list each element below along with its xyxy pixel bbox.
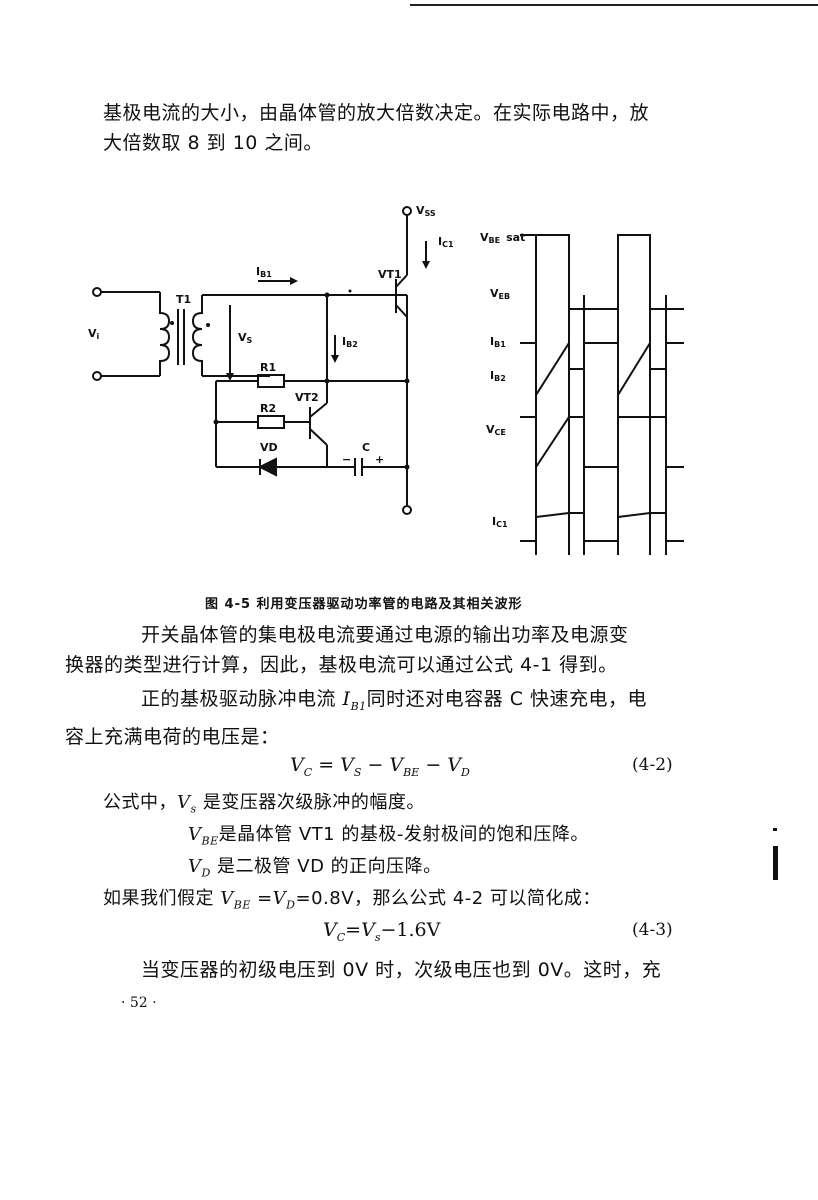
paragraph-line: 正的基极驱动脉冲电流 IB1同时还对电容器 C 快速充电，电 [141,688,648,713]
definition-vs: 公式中，Vs 是变压器次级脉冲的幅度。 [103,792,425,816]
svg-text:VD: VD [260,441,278,454]
equation-4-3: VC=Vs−1.6V [323,919,441,944]
definition-vbe: VBE是晶体管 VT1 的基极-发射极间的饱和压降。 [188,824,589,848]
paragraph-line: 容上充满电荷的电压是： [65,725,280,748]
svg-text:VT2: VT2 [295,391,319,404]
paragraph-intro: 基极电流的大小，由晶体管的放大倍数决定。在实际电路中，放 大倍数取 8 到 10… [103,98,688,158]
figure-caption: 图 4-5 利用变压器驱动功率管的电路及其相关波形 [205,597,523,612]
svg-text:IB2: IB2 [490,369,506,383]
svg-text:T1: T1 [176,293,191,306]
equation-number: (4-3) [632,920,673,940]
page-number: · 52 · [121,995,157,1011]
assumption-line: 如果我们假定 VBE =VD=0.8V，那么公式 4-2 可以简化成： [103,888,601,912]
header-rule [410,4,818,6]
paragraph-line: 换器的类型进行计算，因此，基极电流可以通过公式 4-1 得到。 [65,654,618,676]
circuit-diagram [92,206,427,515]
paragraph-line: 开关晶体管的集电极电流要通过电源的输出功率及电源变 [141,624,629,646]
svg-text:IB2: IB2 [342,335,358,349]
waveform-diagram [520,234,684,555]
svg-text:Vi: Vi [88,327,100,341]
paragraph-line: 大倍数取 8 到 10 之间。 [103,132,323,154]
svg-text:R1: R1 [260,361,276,374]
svg-text:VSS: VSS [416,204,436,218]
paragraph-drive-pulse: 正的基极驱动脉冲电流 IB1同时还对电容器 C 快速充电，电 容上充满电荷的电压… [65,684,688,752]
svg-text:VCE: VCE [486,423,506,437]
equation-4-2: VC = VS − VBE − VD [290,754,470,779]
definition-vd: VD 是二极管 VD 的正向压降。 [188,856,442,880]
figure-4-5: VSS IC1 IB1 VT1 T1 Vi VS IB2 R1 R2 VT2 V… [88,204,684,555]
svg-text:IC1: IC1 [492,515,508,529]
paragraph-transformer: 当变压器的初级电压到 0V 时，次级电压也到 0V。这时，充 [141,959,662,981]
svg-text:−: − [342,453,351,466]
paragraph-line: 基极电流的大小，由晶体管的放大倍数决定。在实际电路中，放 [103,102,650,124]
svg-text:IB1: IB1 [256,265,272,279]
svg-text:VT1: VT1 [378,268,402,281]
svg-text:VS: VS [238,331,253,345]
svg-text:VEB: VEB [490,287,510,301]
svg-text:IB1: IB1 [490,335,506,349]
paragraph-collector-current: 开关晶体管的集电极电流要通过电源的输出功率及电源变 换器的类型进行计算，因此，基… [65,620,688,680]
svg-text:IC1: IC1 [438,235,454,249]
svg-text:C: C [362,441,370,454]
svg-text:R2: R2 [260,402,276,415]
equation-number: (4-2) [632,755,673,775]
scan-mark [773,846,778,880]
svg-text:+: + [375,453,384,466]
scan-mark [773,828,777,831]
